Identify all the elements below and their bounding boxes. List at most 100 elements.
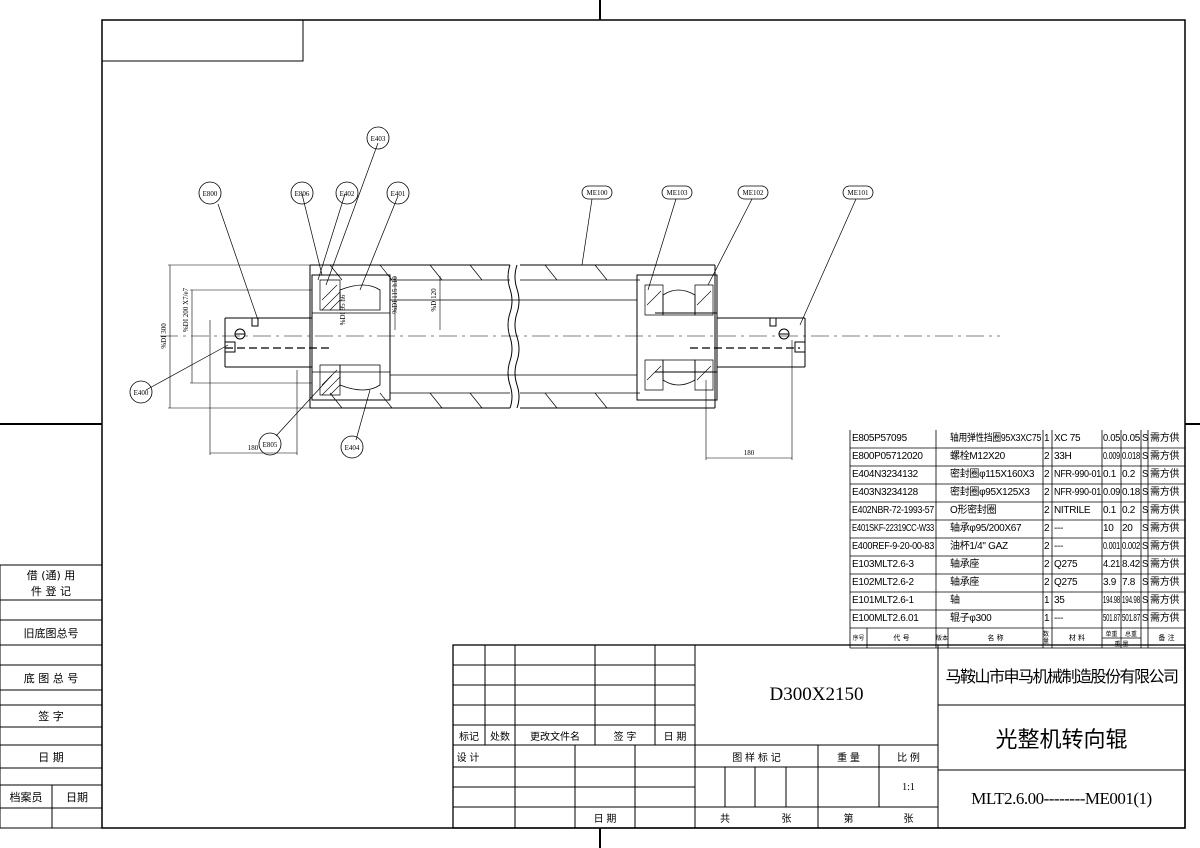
change-doc-label: 更改文件名 [530, 731, 580, 743]
header-qty: 数量 [1043, 631, 1050, 645]
sheet-unit-label: 张 [903, 814, 914, 825]
parts-row-unit-weight: 0.1 [1103, 469, 1117, 480]
company-name: 马鞍山市申马机械制造股份有限公司 [945, 667, 1179, 686]
parts-row-qty: 1 [1044, 613, 1050, 624]
header-material: 材 料 [1068, 634, 1086, 642]
parts-row-flag: S [1142, 613, 1148, 624]
base-no-label: 底 图 总 号 [23, 671, 79, 685]
parts-row-material: NFR-990-01 [1054, 469, 1101, 480]
rev-date-label: 日 期 [663, 731, 687, 743]
parts-row-total-weight: 0.002 [1122, 541, 1141, 552]
parts-row-total-weight: 0.018 [1122, 451, 1141, 462]
parts-row-material: NFR-990-01 [1054, 487, 1101, 498]
borrow-register-label-2: 件 登 记 [31, 585, 71, 598]
parts-row-flag: S [1142, 505, 1148, 516]
parts-row-code: E403N3234128 [852, 487, 918, 498]
parts-row-code: E103MLT2.6-3 [852, 559, 914, 570]
balloon-e402: E402 [340, 190, 355, 198]
parts-row-material: Q275 [1054, 577, 1078, 588]
balloon-me101: ME101 [848, 189, 870, 197]
parts-row-material: 35 [1054, 595, 1065, 606]
parts-row-unit-weight: 3.9 [1103, 577, 1117, 588]
parts-row-name: 辊子φ300 [950, 613, 992, 624]
parts-row-remark: 需方供 [1150, 541, 1180, 552]
design-label: 设 计 [456, 752, 480, 764]
parts-row-unit-weight: 0.001 [1103, 541, 1120, 552]
parts-row-code: E800P05712020 [852, 451, 923, 462]
parts-row-remark: 需方供 [1150, 451, 1180, 462]
parts-row-qty: 2 [1044, 577, 1050, 588]
drawing-mark-label: 图 样 标 记 [732, 752, 781, 764]
parts-row-material: --- [1054, 541, 1064, 552]
parts-row-total-weight: 0.2 [1122, 505, 1136, 516]
part-name: 光整机转向辊 [995, 727, 1128, 753]
sheet-no-label: 第 [843, 814, 854, 825]
sheets-unit-label: 张 [781, 814, 792, 825]
header-unit-weight: 单重 [1105, 630, 1118, 638]
parts-row-remark: 需方供 [1150, 505, 1180, 516]
parts-row-name: O形密封圈 [950, 505, 997, 516]
parts-row-qty: 2 [1044, 523, 1050, 534]
scale-value: 1:1 [902, 781, 915, 793]
parts-row-code: E102MLT2.6-2 [852, 577, 914, 588]
parts-row-flag: S [1142, 577, 1148, 588]
archivist-label: 档案员 [9, 790, 43, 804]
parts-row-name: 油杯1/4" GAZ [950, 541, 1008, 552]
roller-section-view [145, 142, 1000, 460]
parts-row-remark: 需方供 [1150, 487, 1180, 498]
dim-d115: %DI 115 h10 [391, 276, 399, 314]
parts-row-code: E401SKF-22319CC-W33 [852, 523, 934, 534]
balloon-e806: E806 [295, 190, 310, 198]
header-code: 代 号 [893, 634, 910, 642]
balloon-me100: ME100 [587, 189, 609, 197]
signature-label: 签 字 [38, 710, 64, 723]
dim-right-180: 180 [744, 449, 755, 457]
balloon-me103: ME103 [667, 189, 689, 197]
old-base-no-label: 旧底图总号 [23, 626, 79, 640]
header-version: 版本 [936, 634, 949, 642]
left-register-table [0, 564, 103, 829]
balloon-e404: E404 [345, 444, 360, 452]
parts-row-name: 轴承座 [950, 559, 980, 570]
rev-count-label: 处数 [490, 731, 510, 743]
parts-row-material: Q275 [1054, 559, 1078, 570]
parts-row-unit-weight: 501.87 [1103, 613, 1120, 624]
archivist-date-label: 日期 [66, 790, 88, 804]
parts-row-flag: S [1142, 595, 1148, 606]
parts-row-total-weight: 0.2 [1122, 469, 1136, 480]
parts-row-qty: 1 [1044, 433, 1050, 444]
parts-row-material: --- [1054, 613, 1064, 624]
parts-row-name: 密封圈φ115X160X3 [950, 469, 1035, 480]
balloon-e805: E805 [263, 441, 278, 449]
date-label: 日 期 [38, 750, 64, 764]
drawing-number: MLT2.6.00--------ME001(1) [971, 789, 1152, 808]
balloon-me102: ME102 [743, 189, 765, 197]
parts-row-name: 螺栓M12X20 [950, 451, 1005, 462]
parts-row-flag: S [1142, 433, 1148, 444]
parts-row-flag: S [1142, 469, 1148, 480]
weight-label: 重 量 [837, 752, 860, 764]
parts-row-unit-weight: 194.98 [1103, 595, 1120, 606]
balloon-e403: E403 [371, 135, 386, 143]
parts-row-total-weight: 8.42 [1122, 559, 1140, 570]
parts-row-qty: 1 [1044, 595, 1050, 606]
parts-row-name: 轴 [950, 595, 960, 606]
parts-row-remark: 需方供 [1150, 559, 1180, 570]
parts-row-flag: S [1142, 541, 1148, 552]
parts-row-remark: 需方供 [1150, 523, 1180, 534]
parts-row-unit-weight: 0.05 [1103, 433, 1121, 444]
header-remark: 备 注 [1158, 634, 1175, 642]
parts-row-total-weight: 0.05 [1122, 433, 1140, 444]
dim-d300: %DI 300 [160, 323, 168, 349]
parts-row-remark: 需方供 [1150, 595, 1180, 606]
parts-row-qty: 2 [1044, 505, 1050, 516]
parts-row-name: 轴承座 [950, 577, 980, 588]
parts-row-total-weight: 194.98 [1122, 595, 1140, 606]
parts-row-unit-weight: 10 [1103, 523, 1114, 534]
parts-row-total-weight: 20 [1122, 523, 1133, 534]
spec-text: D300X2150 [769, 684, 864, 705]
dim-left-180: 180 [248, 444, 259, 452]
total-sheets-label: 共 [720, 814, 730, 825]
top-left-box [101, 19, 304, 62]
